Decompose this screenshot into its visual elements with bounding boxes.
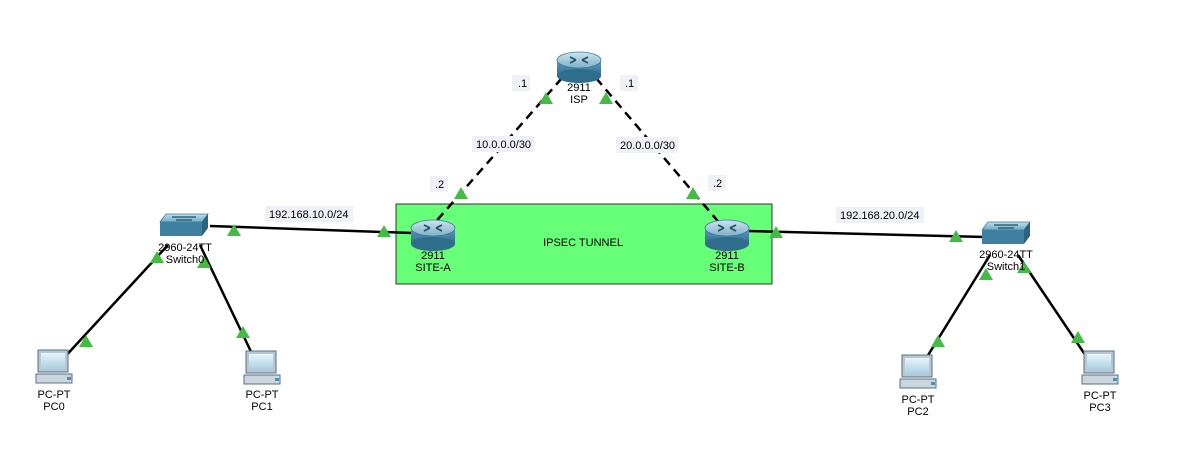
site-a-octet-label[interactable]: .2 [430,176,448,192]
svg-text:192.168.10.0/24: 192.168.10.0/24 [269,209,349,221]
site-b-model: 2911 [715,250,739,262]
switch-icon [981,221,1031,244]
pc-icon [35,349,73,384]
link-up-indicator [377,225,391,237]
isp-right-octet-label[interactable]: .1 [620,75,638,91]
net-isp-b-label[interactable]: 20.0.0.0/30 [616,137,678,153]
link-up-indicator [599,92,613,104]
link-switch0-pc0[interactable] [61,244,169,361]
svg-text:.1: .1 [518,78,527,90]
link-up-indicator [686,187,700,199]
switch-icon [159,213,209,236]
switch0-name: Switch0 [166,254,205,266]
link-up-indicator [1071,331,1085,343]
pc-3[interactable]: PC-PT PC3 [1081,350,1119,414]
link-up-indicator [979,268,993,280]
link-up-indicator [1017,261,1031,273]
svg-text:.2: .2 [713,178,722,190]
isp-name: ISP [570,94,588,106]
pc-0[interactable]: PC-PT PC0 [35,349,73,413]
svg-text:192.168.20.0/24: 192.168.20.0/24 [840,210,920,222]
pc-icon [899,354,937,389]
link-up-indicator [539,92,553,104]
link-up-indicator [150,251,164,263]
pc-1[interactable]: PC-PT PC1 [243,350,281,413]
pc3-model: PC-PT [1084,390,1117,402]
lan-a-label[interactable]: 192.168.10.0/24 [265,206,353,222]
switch-0[interactable]: 2960-24TT Switch0 [158,213,212,266]
pc1-model: PC-PT [246,389,279,401]
net-isp-a-label[interactable]: 10.0.0.0/30 [472,136,534,152]
pc0-model: PC-PT [38,389,71,401]
link-up-indicator [454,187,468,199]
lan-b-label[interactable]: 192.168.20.0/24 [836,207,924,223]
link-up-indicator [949,230,963,242]
router-site-a[interactable]: 2911 SITE-A [410,219,456,274]
pc2-model: PC-PT [902,394,935,406]
link-up-indicator [197,256,211,268]
router-icon [556,51,602,83]
site-b-name: SITE-B [709,262,744,274]
router-site-b[interactable]: 2911 SITE-B [704,219,750,274]
isp-left-octet-label[interactable]: .1 [512,75,530,91]
link-up-indicator [769,226,783,238]
switch1-name: Switch1 [987,261,1026,273]
pc-2[interactable]: PC-PT PC2 [899,354,937,418]
link-switch1-pc3[interactable] [1016,254,1094,366]
switch1-model: 2960-24TT [979,249,1033,261]
svg-text:10.0.0.0/30: 10.0.0.0/30 [476,139,531,151]
switch-1[interactable]: 2960-24TT Switch1 [979,221,1033,273]
switch0-model: 2960-24TT [158,242,212,254]
link-up-indicator [79,335,93,347]
tunnel-label: IPSEC TUNNEL [543,237,623,249]
pc-icon [243,350,281,385]
site-a-name: SITE-A [415,262,451,274]
svg-text:20.0.0.0/30: 20.0.0.0/30 [620,140,675,152]
svg-text:.1: .1 [625,78,634,90]
network-labels: .1 .1 10.0.0.0/30 20.0.0.0/30 .2 .2 192.… [265,75,924,223]
site-a-model: 2911 [421,250,445,262]
link-switch0-pc1[interactable] [198,244,257,361]
link-up-indicator [227,224,241,236]
pc2-name: PC2 [907,406,928,418]
link-site-b-switch1[interactable] [747,229,986,239]
router-icon [704,219,750,251]
svg-text:.2: .2 [435,179,444,191]
router-isp[interactable]: 2911 ISP [556,51,602,106]
link-up-indicator [236,326,250,338]
link-status-indicators [79,92,1085,347]
pc0-name: PC0 [43,401,64,413]
link-up-indicator [931,335,945,347]
pc-icon [1081,350,1119,385]
isp-model: 2911 [567,82,591,94]
pc1-name: PC1 [251,401,272,413]
pc3-name: PC3 [1089,402,1110,414]
router-icon [410,219,456,251]
link-switch0-site-a[interactable] [209,224,413,235]
link-switch1-pc2[interactable] [920,254,992,366]
site-b-octet-label[interactable]: .2 [708,175,726,191]
